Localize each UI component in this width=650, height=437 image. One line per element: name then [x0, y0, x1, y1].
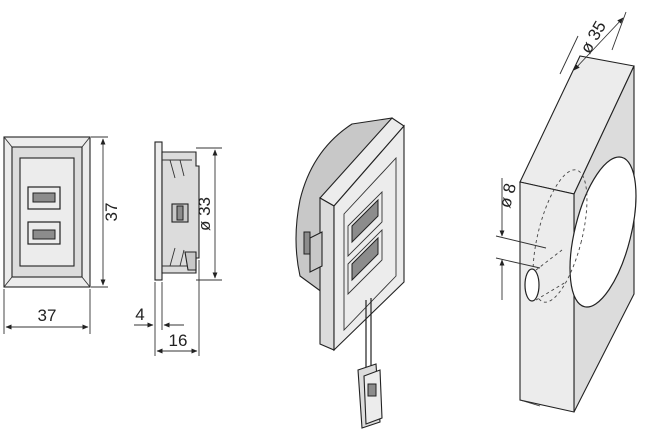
side-depth-label: 16 — [169, 331, 188, 350]
small-hole-label: ø 8 — [495, 181, 520, 210]
front-width-label: 37 — [38, 306, 57, 325]
usb-port-lower — [27, 221, 61, 245]
iso-cable-plug — [357, 363, 383, 429]
side-diameter-dimension: ø 33 — [195, 147, 222, 281]
iso-plate-front — [333, 124, 405, 352]
side-flange — [154, 141, 163, 281]
large-hole — [532, 156, 637, 308]
iso-usb-port-upper — [347, 190, 383, 258]
side-thickness-label: 4 — [135, 305, 144, 324]
iso-side-connector — [303, 231, 323, 273]
front-width-dimension: 37 — [3, 289, 91, 334]
front-inner-face — [19, 157, 75, 267]
iso-cable — [365, 298, 372, 370]
iso-usb-port-lower — [347, 228, 383, 296]
side-depth-dimension: 4 16 — [134, 260, 200, 356]
front-height-dimension: 37 — [91, 136, 121, 288]
block-front-face — [519, 181, 575, 413]
side-view: ø 33 4 16 — [134, 141, 222, 356]
side-diameter-label: ø 33 — [195, 197, 214, 231]
side-clip — [184, 251, 197, 271]
front-view: 37 37 — [3, 136, 121, 334]
iso-plate-side — [319, 197, 335, 351]
usb-port-upper — [27, 186, 61, 210]
isometric-view — [295, 117, 405, 429]
front-height-label: 37 — [102, 203, 121, 222]
cutout-block: ø 35 ø 8 — [495, 11, 637, 413]
small-hole — [524, 249, 567, 302]
